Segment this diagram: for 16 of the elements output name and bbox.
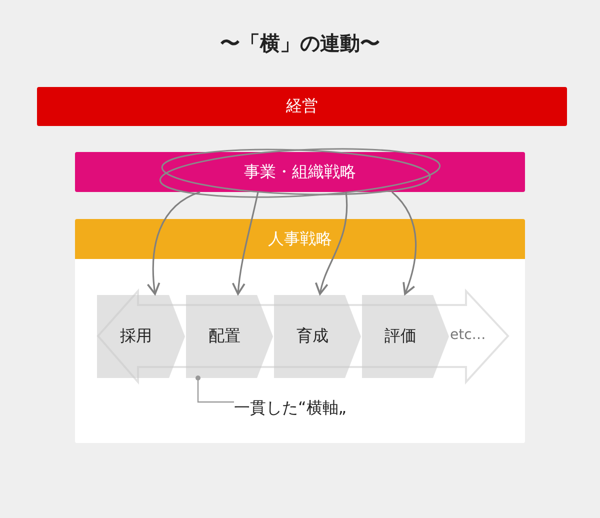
process-step: 評価 (362, 295, 449, 378)
leader-line (196, 376, 234, 403)
curved-arrow (232, 192, 259, 295)
top-bar: 経営 (37, 87, 567, 126)
curved-arrow (147, 191, 200, 295)
annotation-text: 一貫した“横軸„ (234, 398, 347, 418)
process-step: 育成 (274, 295, 361, 378)
section-header: 人事戦略 (75, 219, 525, 259)
curved-arrow (316, 192, 348, 295)
title: 〜「横」の連動〜 (219, 30, 381, 57)
section-panel (75, 219, 525, 443)
strategy-bar: 事業・組織戦略 (75, 152, 525, 192)
etc-label: etc… (450, 327, 486, 343)
process-step: 採用 (97, 295, 185, 378)
process-step: 配置 (186, 295, 273, 378)
curved-arrow (391, 191, 417, 295)
